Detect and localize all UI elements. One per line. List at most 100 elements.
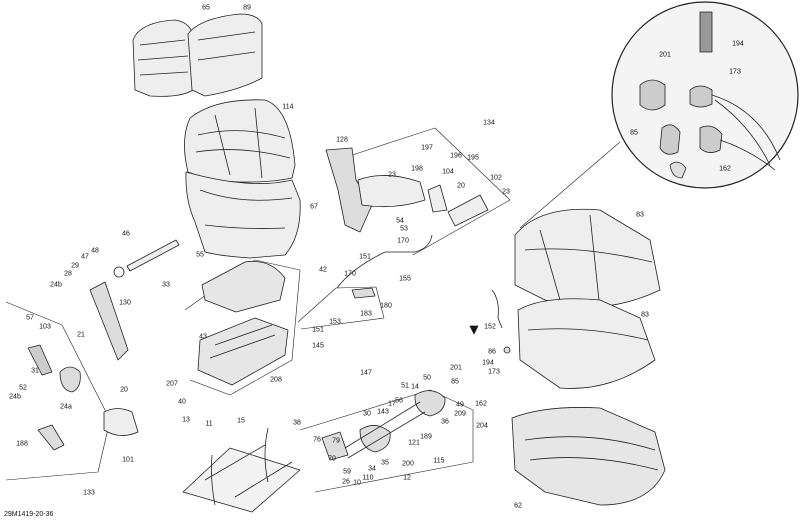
harness-155 bbox=[297, 234, 433, 330]
callout-103: 103 bbox=[39, 323, 51, 331]
callout-79: 79 bbox=[332, 437, 340, 445]
callout-59: 59 bbox=[343, 468, 351, 476]
callout-147: 147 bbox=[360, 369, 372, 377]
callout-101: 101 bbox=[122, 456, 134, 464]
callout-47: 47 bbox=[81, 253, 89, 261]
callout-89: 89 bbox=[243, 4, 251, 12]
callout-20: 20 bbox=[457, 182, 465, 190]
callout-209: 209 bbox=[454, 410, 466, 418]
callout-110: 110 bbox=[362, 474, 374, 482]
callout-36: 36 bbox=[441, 418, 449, 426]
callout-31: 31 bbox=[31, 367, 39, 375]
callout-114: 114 bbox=[282, 103, 294, 111]
callout-33: 33 bbox=[162, 281, 170, 289]
seat-cushion-83-bottom bbox=[517, 298, 656, 389]
callout-20-b: 20 bbox=[120, 386, 128, 394]
callout-67: 67 bbox=[310, 203, 318, 211]
callout-49: 49 bbox=[456, 401, 464, 409]
callout-194: 194 bbox=[732, 40, 744, 48]
wire-152 bbox=[491, 289, 511, 354]
seat-base-62 bbox=[511, 407, 666, 506]
callout-23: 23 bbox=[388, 171, 396, 179]
callout-170: 170 bbox=[397, 237, 409, 245]
callout-70: 70 bbox=[328, 455, 336, 463]
callout-121: 121 bbox=[408, 439, 420, 447]
callout-195: 195 bbox=[467, 154, 479, 162]
callout-183: 183 bbox=[360, 310, 372, 318]
callout-189: 189 bbox=[420, 433, 432, 441]
group-box-134 bbox=[325, 127, 511, 256]
callout-50: 50 bbox=[423, 374, 431, 382]
callout-11: 11 bbox=[205, 420, 213, 428]
callout-14: 14 bbox=[411, 383, 419, 391]
callout-162: 162 bbox=[719, 165, 731, 173]
seat-cushion-83-top bbox=[514, 208, 661, 311]
callout-21: 21 bbox=[77, 331, 85, 339]
callout-35: 35 bbox=[381, 459, 389, 467]
callout-24b: 24b bbox=[50, 281, 62, 289]
callout-40: 40 bbox=[178, 398, 186, 406]
callout-151-b: 151 bbox=[312, 326, 324, 334]
callout-42: 42 bbox=[319, 266, 327, 274]
callout-17: 17 bbox=[388, 400, 396, 408]
callout-151: 151 bbox=[359, 253, 371, 261]
callout-201-b: 201 bbox=[450, 364, 462, 372]
backrest-pad-89 bbox=[187, 13, 263, 97]
callout-53: 53 bbox=[400, 225, 408, 233]
callout-173: 173 bbox=[729, 68, 741, 76]
rod-46 bbox=[113, 239, 180, 278]
callout-83: 83 bbox=[636, 211, 644, 219]
callout-51: 51 bbox=[401, 382, 409, 390]
drawing-code: 29M1419-20-36 bbox=[4, 511, 54, 518]
callout-43: 43 bbox=[199, 333, 207, 341]
callout-155: 155 bbox=[399, 275, 411, 283]
callout-23-b: 23 bbox=[502, 188, 510, 196]
callout-15: 15 bbox=[237, 417, 245, 425]
callout-13: 13 bbox=[182, 416, 190, 424]
callout-104: 104 bbox=[442, 168, 454, 176]
callout-83-b: 83 bbox=[641, 311, 649, 319]
callout-55: 55 bbox=[196, 251, 204, 259]
callout-134: 134 bbox=[483, 119, 495, 127]
callout-194-b: 194 bbox=[482, 359, 494, 367]
side-bracket-130 bbox=[5, 281, 139, 481]
base-plate-38 bbox=[182, 427, 301, 513]
callout-56: 56 bbox=[395, 397, 403, 405]
callout-173-b: 173 bbox=[488, 368, 500, 376]
pointer-arrow bbox=[469, 325, 479, 335]
callout-198: 198 bbox=[411, 165, 423, 173]
callout-54: 54 bbox=[396, 217, 404, 225]
backrest-pad-65 bbox=[132, 19, 194, 97]
detail-inset bbox=[519, 1, 799, 229]
callout-152: 152 bbox=[484, 323, 496, 331]
seat-frame-145 bbox=[184, 259, 301, 396]
callout-207: 207 bbox=[166, 380, 178, 388]
callout-85: 85 bbox=[630, 129, 638, 137]
callout-170-b: 170 bbox=[344, 270, 356, 278]
callout-76: 76 bbox=[313, 436, 321, 444]
callout-24a: 24a bbox=[60, 403, 72, 411]
callout-38: 38 bbox=[293, 419, 301, 427]
callout-65: 65 bbox=[202, 4, 210, 12]
callout-29: 29 bbox=[71, 262, 79, 270]
callout-46: 46 bbox=[122, 230, 130, 238]
callout-28: 28 bbox=[64, 270, 72, 278]
callout-62: 62 bbox=[514, 502, 522, 510]
callout-26: 26 bbox=[342, 478, 350, 486]
callout-48: 48 bbox=[91, 247, 99, 255]
callout-188: 188 bbox=[16, 440, 28, 448]
backrest-cushion-114 bbox=[184, 99, 296, 183]
callout-153: 153 bbox=[329, 318, 341, 326]
callout-128: 128 bbox=[336, 136, 348, 144]
callout-34: 34 bbox=[368, 465, 376, 473]
callout-102: 102 bbox=[490, 174, 502, 182]
callout-10: 10 bbox=[353, 479, 361, 487]
callout-143: 143 bbox=[377, 408, 389, 416]
backrest-shell-67 bbox=[185, 171, 301, 259]
callout-201: 201 bbox=[659, 51, 671, 59]
callout-180: 180 bbox=[380, 302, 392, 310]
callout-30: 30 bbox=[363, 410, 371, 418]
callout-52: 52 bbox=[19, 384, 27, 392]
